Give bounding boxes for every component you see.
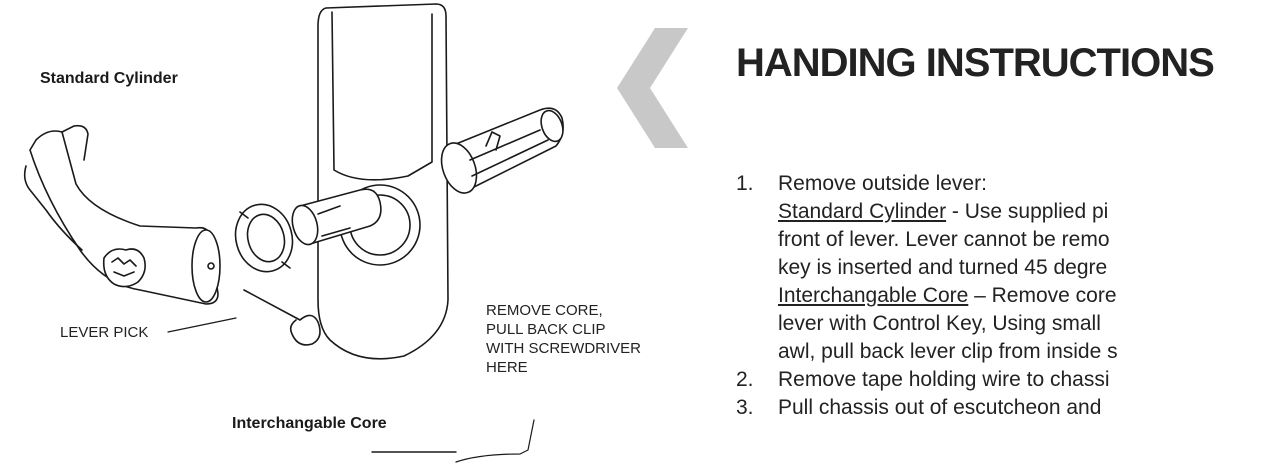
page-title: HANDING INSTRUCTIONS xyxy=(736,41,1215,85)
step-text: Interchangable Core – Remove core xyxy=(778,282,1117,310)
step-text-fragment: – Remove core xyxy=(968,284,1117,307)
step-number: 3. xyxy=(736,396,754,419)
step-number: 2. xyxy=(736,368,754,391)
step-text: front of lever. Lever cannot be remo xyxy=(778,228,1110,251)
standard-cylinder-label: Standard Cylinder xyxy=(40,70,178,87)
core-callout-line: REMOVE CORE, xyxy=(486,302,603,319)
chevron-left-icon xyxy=(617,28,688,148)
step-text: key is inserted and turned 45 degre xyxy=(778,256,1108,279)
step-text: awl, pull back lever clip from inside s xyxy=(778,340,1118,363)
step-text: lever with Control Key, Using small xyxy=(778,312,1101,335)
step-text-fragment: - Use supplied pi xyxy=(946,200,1109,223)
core-callout-line: HERE xyxy=(486,359,528,376)
step-text: Standard Cylinder - Use supplied pi xyxy=(778,198,1108,226)
key-cylinder xyxy=(102,248,146,288)
escutcheon-plate xyxy=(317,3,449,360)
spindle-tube xyxy=(299,188,382,245)
lever-pick-label: LEVER PICK xyxy=(60,324,149,341)
interchangable-core-label: Interchangable Core xyxy=(232,415,387,432)
lever-rose xyxy=(191,229,221,303)
step-number: 1. xyxy=(736,172,754,195)
core-callout-line: PULL BACK CLIP xyxy=(486,321,606,338)
step-text: Remove tape holding wire to chassi xyxy=(778,368,1110,391)
standard-cylinder-term: Standard Cylinder xyxy=(778,200,947,223)
core-callout: REMOVE CORE, PULL BACK CLIP WITH SCREWDR… xyxy=(486,301,641,377)
core-callout-line: WITH SCREWDRIVER xyxy=(486,340,641,357)
lever-exploded-diagram xyxy=(23,3,688,463)
step-text: Pull chassis out of escutcheon and xyxy=(778,396,1102,419)
step-text: Remove outside lever: xyxy=(778,172,987,195)
interchangable-core-term: Interchangable Core xyxy=(778,284,969,307)
lever-pick-wire xyxy=(243,289,321,346)
